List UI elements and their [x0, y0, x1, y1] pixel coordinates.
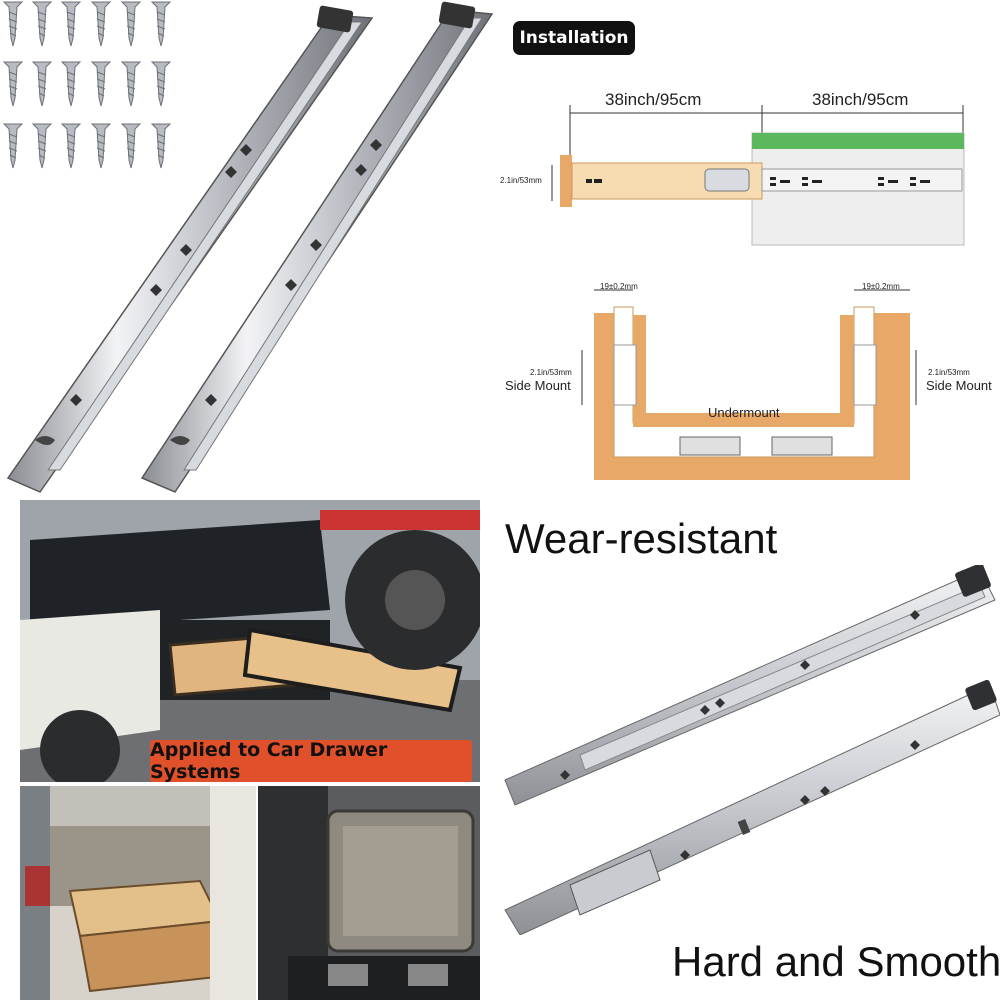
side-mount-right: Side Mount [926, 378, 992, 393]
wear-resistant-title: Wear-resistant [505, 515, 778, 562]
hard-and-smooth-title: Hard and Smooth [672, 938, 1000, 985]
length-label-left: 38inch/95cm [605, 90, 702, 109]
slide-right [140, 1, 494, 493]
slides-closeup [504, 565, 1000, 935]
undermount-label: Undermount [708, 405, 780, 420]
screws-group [3, 1, 171, 169]
cabinet-section [581, 289, 917, 480]
length-label-right: 38inch/95cm [812, 90, 909, 109]
closed-slide [504, 679, 1000, 935]
truck-drawer-photo [20, 500, 480, 782]
product-slides-panel [0, 0, 500, 495]
gap-label-right: 19±0.2mm [862, 282, 900, 291]
gap-label-left: 19±0.2mm [600, 282, 638, 291]
installation-badge: Installation [513, 21, 635, 55]
car-systems-banner: Applied to Car Drawer Systems [150, 739, 472, 783]
suv-drawer-photo [20, 786, 256, 1000]
fridge-drawer-photo [258, 786, 480, 1000]
slides-illustration [3, 1, 494, 493]
side-mount-left: Side Mount [505, 378, 571, 393]
side-height-right: 2.1in/53mm [928, 368, 970, 377]
mount-holes [586, 177, 930, 186]
installation-diagram [551, 105, 965, 480]
extended-slide [504, 565, 996, 806]
side-height-left: 2.1in/53mm [530, 368, 572, 377]
height-label: 2.1in/53mm [500, 176, 542, 185]
slide-left [6, 5, 374, 493]
